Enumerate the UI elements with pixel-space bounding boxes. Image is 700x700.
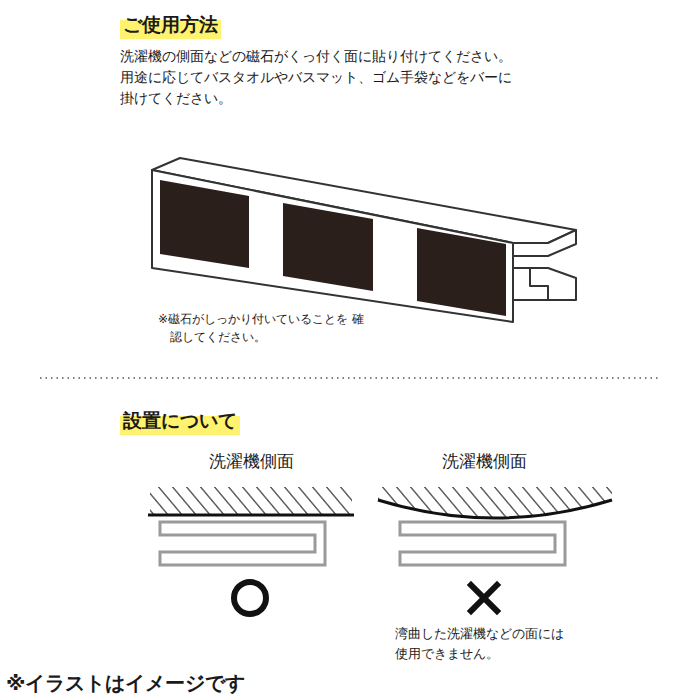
surface-label: 洗濯機側面 [442, 449, 527, 475]
dotted-divider [40, 377, 660, 379]
section-heading: ご使用方法 [120, 10, 221, 39]
surface-label: 洗濯機側面 [209, 449, 294, 475]
instruction-text: 洗濯機の側面などの磁石がくっ付く面に貼り付けてください。 [120, 46, 540, 67]
magnet-bar [152, 158, 576, 322]
warning-note: 湾曲した洗濯機などの面には 使用できません。 [395, 624, 577, 663]
ok-mark [234, 582, 266, 614]
curved-surface [378, 500, 612, 518]
disclaimer: ※イラストはイメージです [6, 668, 245, 698]
surface-hatch [378, 487, 612, 518]
bar-profile [160, 522, 325, 565]
note-text: ※磁石がしっかり付いていることを 確認してください。 [158, 310, 370, 346]
surface-hatch [150, 487, 352, 514]
magnet [160, 180, 506, 316]
section-heading: 設置について [120, 406, 240, 435]
ng-mark [471, 585, 497, 611]
bar-profile [400, 522, 565, 565]
instruction-text: 用途に応じてバスタオルやバスマット、ゴム手袋などをバーに 掛けてください。 [120, 67, 530, 109]
flat-surface [148, 514, 354, 517]
